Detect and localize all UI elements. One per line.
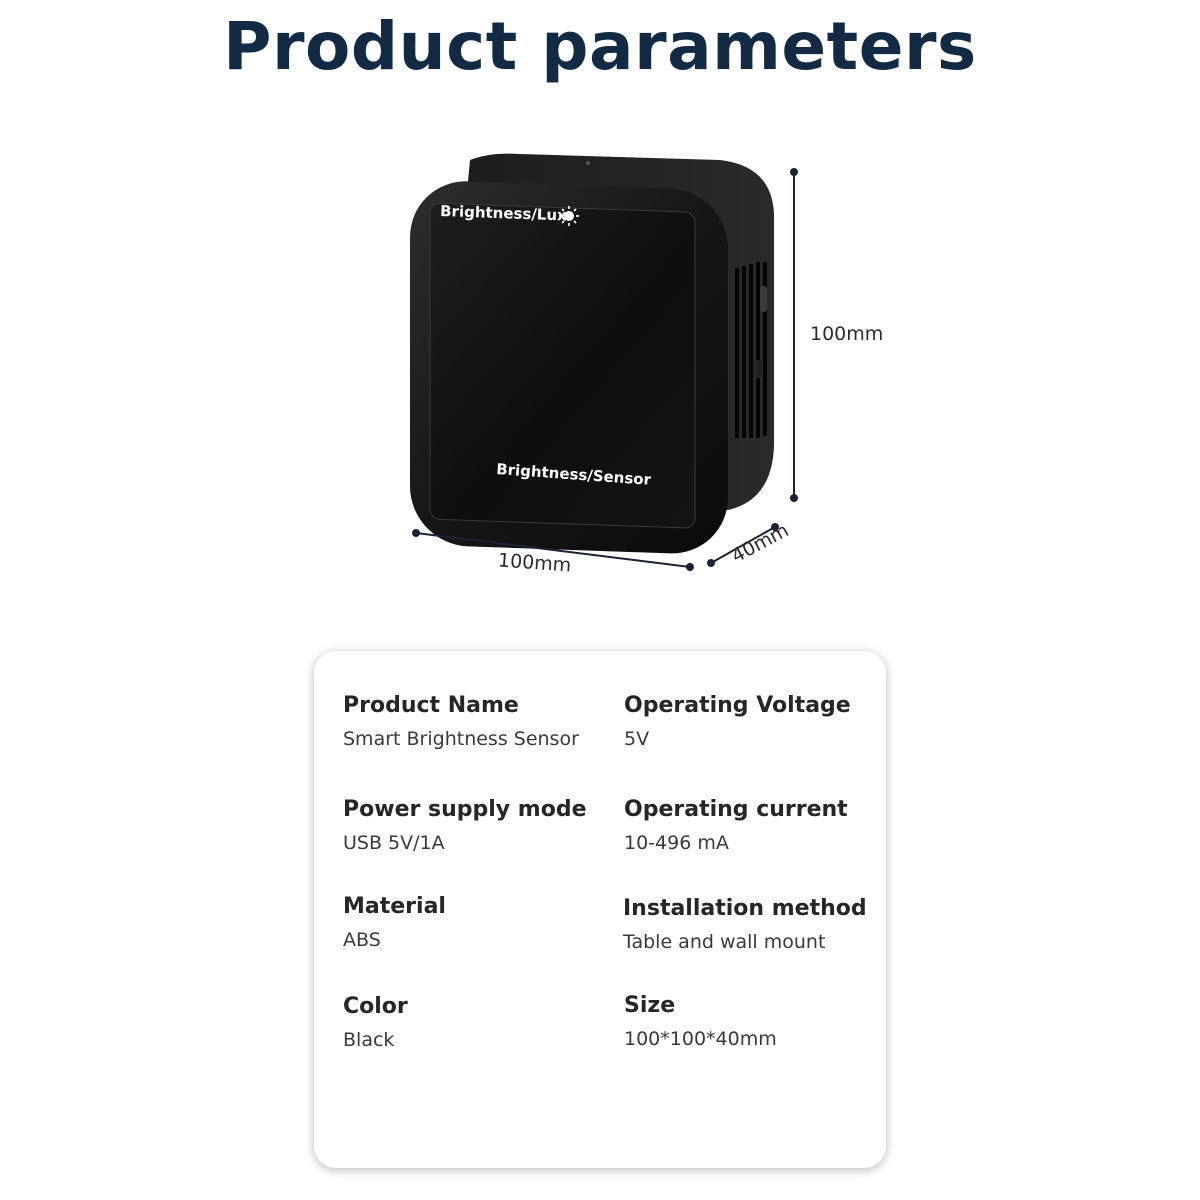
spec-value: 100*100*40mm	[624, 1028, 777, 1050]
spec-label: Material	[343, 894, 446, 919]
spec-material: Material ABS	[343, 894, 603, 951]
front-top-text: Brightness/Lux	[440, 202, 568, 224]
side-button	[756, 360, 762, 378]
device-front-face	[429, 202, 696, 529]
page-title: Product parameters	[223, 8, 977, 85]
spec-installation-method: Installation method Table and wall mount	[623, 896, 883, 953]
spec-label: Size	[624, 993, 676, 1018]
spec-operating-current: Operating current 10-496 mA	[624, 797, 884, 854]
spec-product-name: Product Name Smart Brightness Sensor	[343, 693, 603, 750]
usb-port	[760, 286, 767, 312]
depth-dimension-line	[707, 523, 779, 567]
spec-label: Product Name	[343, 693, 519, 718]
spec-color: Color Black	[343, 994, 603, 1051]
spec-label: Color	[343, 994, 408, 1019]
spec-value: USB 5V/1A	[343, 832, 445, 854]
device-pinhole	[586, 161, 590, 165]
height-dimension-line	[790, 168, 798, 502]
spec-label: Installation method	[623, 896, 867, 921]
spec-card: Product Name Smart Brightness Sensor Ope…	[314, 651, 886, 1168]
height-label: 100mm	[810, 323, 884, 345]
product-illustration: Brightness/Lux Brightness/Sensor	[410, 153, 798, 571]
spec-value: Black	[343, 1029, 395, 1051]
spec-label: Power supply mode	[343, 797, 587, 822]
spec-value: 10-496 mA	[624, 832, 729, 854]
sun-icon	[559, 206, 579, 226]
spec-value: ABS	[343, 929, 381, 951]
spec-value: 5V	[624, 728, 650, 750]
width-dimension-line	[412, 529, 694, 571]
spec-size: Size 100*100*40mm	[624, 993, 884, 1050]
spec-value: Table and wall mount	[623, 931, 826, 953]
spec-label: Operating current	[624, 797, 848, 822]
spec-label: Operating Voltage	[624, 693, 851, 718]
spec-value: Smart Brightness Sensor	[343, 728, 579, 750]
spec-operating-voltage: Operating Voltage 5V	[624, 693, 884, 750]
device-vent-grille	[735, 262, 767, 438]
product-figure: Brightness/Lux Brightness/Sensor 100mm 1…	[410, 153, 884, 577]
spec-power-supply-mode: Power supply mode USB 5V/1A	[343, 797, 603, 854]
